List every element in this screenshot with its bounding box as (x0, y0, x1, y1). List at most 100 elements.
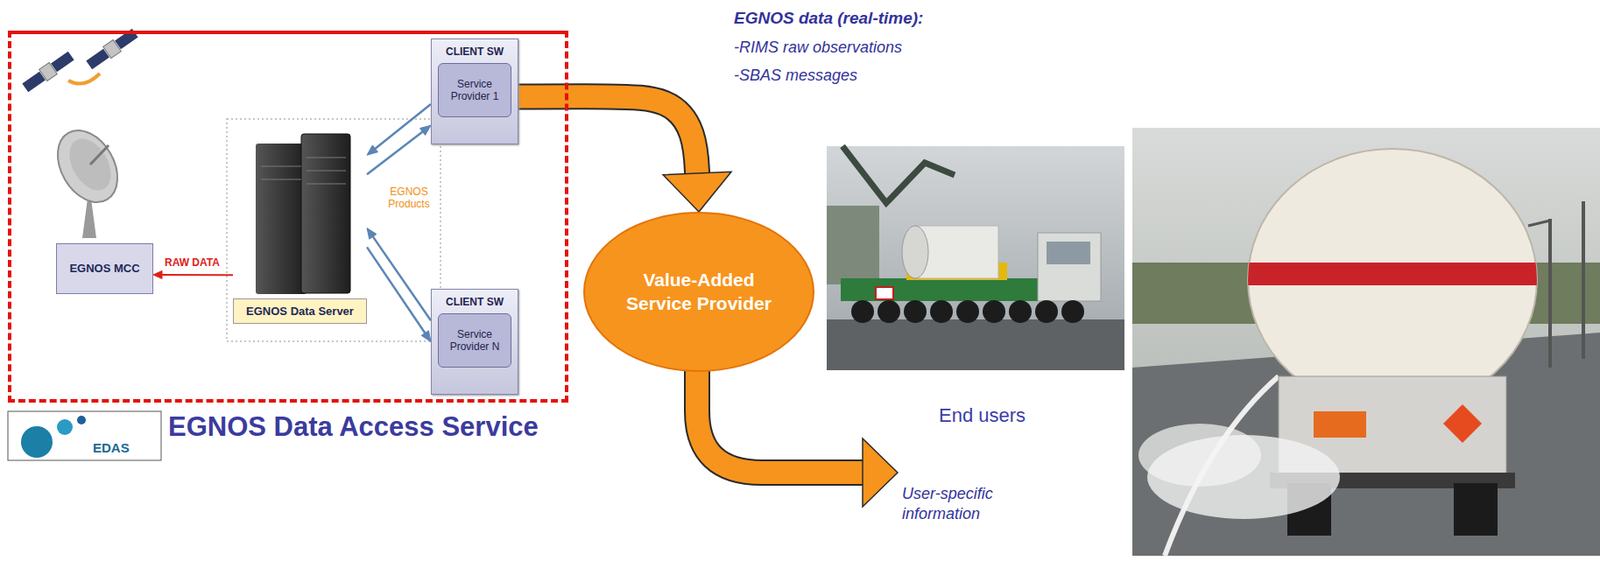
drive-bay (306, 183, 346, 185)
ellipse-outline (583, 211, 815, 373)
flow-arrow (518, 96, 732, 212)
wet-road (826, 319, 1125, 371)
solar-panel (21, 71, 46, 93)
logo-text: EDAS (92, 440, 130, 456)
output-note: User-specific information (902, 484, 1008, 524)
edge-label: RAW DATA (164, 256, 220, 269)
dish-inner (61, 131, 120, 198)
node-text: Value-Added Service Provider (615, 268, 783, 316)
wheel (1008, 300, 1032, 324)
arrow-line (518, 96, 698, 179)
lamp-post (1548, 218, 1552, 368)
node-text: EGNOS MCC (69, 261, 140, 276)
wheel (930, 300, 953, 324)
node-text: Service Provider 1 (441, 77, 508, 104)
data-arrow (366, 125, 431, 175)
building (826, 205, 880, 285)
output-arrow (697, 367, 898, 508)
logo-circle (77, 415, 86, 425)
arrow-head (366, 145, 378, 156)
tank-stripe (1243, 262, 1542, 286)
wheel (851, 300, 875, 324)
wheel (1035, 300, 1058, 324)
feed-arm (90, 145, 109, 165)
solar-panel (85, 49, 110, 71)
data-item: -RIMS raw observations (733, 38, 903, 57)
crane-arm (842, 146, 955, 204)
arrow-head (662, 171, 732, 212)
cylinder-end (902, 225, 929, 279)
logo-circle (21, 426, 53, 459)
drive-bay (260, 166, 302, 168)
arrow-line (373, 104, 431, 150)
truck-cab (1037, 232, 1101, 302)
dish-reflector (45, 119, 130, 213)
data-arrow (366, 104, 431, 156)
edas-logo (7, 411, 162, 461)
arrow-head (419, 125, 431, 135)
service-region: EGNOS Data Access ServiceEGNOS MCCEGNOS … (7, 30, 569, 403)
signal-arc (68, 73, 100, 85)
logo-frame (7, 411, 162, 461)
logo-circle (56, 419, 73, 436)
node-text: EGNOS Data Server (232, 298, 367, 325)
solar-panel (50, 51, 75, 73)
lamp-arm (1528, 220, 1551, 226)
arrow-head (153, 270, 163, 279)
users-caption: End users (938, 404, 1026, 428)
provider-box: Service Provider 1 (437, 63, 512, 118)
arrow-head (862, 438, 898, 508)
data-arrow (153, 270, 233, 279)
arrow-line (366, 246, 426, 335)
satellite (21, 49, 76, 94)
data-arrow (366, 228, 431, 322)
arrow-outline (697, 367, 867, 473)
data-item: -SBAS messages (733, 66, 858, 85)
drive-bay (306, 170, 346, 172)
ellipse-shape (584, 212, 814, 372)
wheel (956, 300, 980, 324)
hazard-diamond (1443, 404, 1482, 444)
node-text: Service Provider N (441, 328, 508, 354)
region-title: EGNOS Data Access Service (168, 411, 539, 444)
arrow-head (421, 331, 431, 343)
arrow-line (372, 235, 431, 321)
products-region (226, 119, 441, 342)
cab-window (1046, 241, 1091, 265)
wheel (877, 300, 901, 324)
truck-photo (826, 146, 1125, 371)
tanker-photo (1132, 127, 1600, 557)
node-text: CLIENT SW (431, 289, 518, 309)
arrow-line (366, 130, 424, 175)
dish-antenna (45, 119, 130, 239)
provider-box: Service Provider N (437, 313, 512, 368)
server-tower (301, 133, 351, 294)
spray (1138, 423, 1262, 487)
photo-sky (1132, 127, 1600, 557)
data-arrow (366, 246, 431, 342)
wheel (1453, 483, 1498, 536)
arrow-line (161, 274, 234, 276)
server-icon (255, 133, 351, 295)
drive-bay (306, 157, 346, 159)
satellite-icon (21, 27, 140, 94)
hazard-plate (1313, 411, 1367, 438)
warning-sign (875, 287, 894, 300)
control-centre-box: EGNOS MCC (56, 243, 154, 295)
wheel (903, 300, 927, 324)
data-server: EGNOS Data Server (232, 132, 367, 325)
node-text: CLIENT SW (431, 39, 518, 58)
photo-sky (826, 146, 1125, 371)
arrow-body (697, 367, 867, 473)
products-label: EGNOS Products (380, 185, 438, 212)
arrow-outline (518, 96, 698, 179)
wheel (982, 300, 1006, 324)
data-heading: EGNOS data (real-time): (733, 8, 924, 29)
arrow-head (366, 228, 377, 240)
drive-bay (260, 179, 302, 181)
provider-ellipse: Value-Added Service Provider (583, 211, 815, 373)
client-box: CLIENT SW Service Provider 1 (430, 38, 519, 145)
